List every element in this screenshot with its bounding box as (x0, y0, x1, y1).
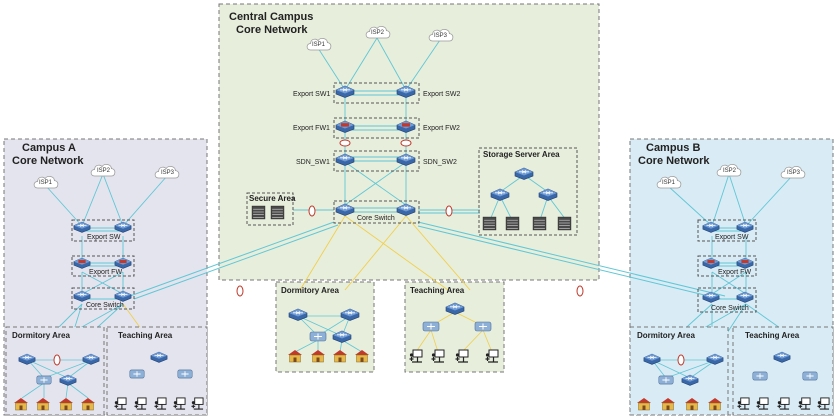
campus-a-firewall-oval-icon (53, 354, 61, 366)
central-teaching-title: Teaching Area (410, 286, 465, 295)
central-isp3-cloud-icon: ISP3 (428, 29, 454, 42)
campus-b-title-line2: Core Network (638, 155, 710, 167)
campus-b-dormitory-title: Dormitory Area (637, 331, 695, 340)
campus-a-export-sw-group (71, 219, 135, 242)
campus-b-core-switch-group (697, 287, 757, 313)
svg-text:ISP2: ISP2 (97, 168, 111, 174)
central-export-sw1-label: Export SW1 (293, 91, 330, 98)
central-export-sw-group (333, 82, 420, 104)
campus-a-dormitory-title: Dormitory Area (12, 331, 70, 340)
inter-campus-firewall-oval-icons (236, 285, 584, 297)
svg-text:ISP3: ISP3 (161, 170, 175, 176)
campus-a-title-line1: Campus A (22, 142, 76, 154)
campus-a-isp1-cloud-icon: ISP1 (33, 176, 59, 189)
secure-area-firewall-icon (251, 205, 266, 220)
central-export-fw-group (333, 117, 420, 139)
campus-b-dorm-router-icon (658, 375, 674, 385)
campus-b-teaching-router-icon (752, 371, 768, 381)
campus-a-isp2-cloud-icon: ISP2 (90, 164, 116, 177)
storage-server-icon (557, 216, 572, 231)
svg-text:ISP2: ISP2 (723, 168, 737, 174)
svg-text:ISP2: ISP2 (371, 30, 385, 36)
central-teaching-router-icon (422, 321, 440, 332)
campus-b-teaching-title: Teaching Area (745, 331, 800, 340)
secure-area-server-icon (270, 205, 285, 220)
central-sdn-sw2-label: SDN_SW2 (423, 159, 457, 166)
campus-a-export-fw-label: Export FW (89, 269, 122, 276)
central-yellow-links (299, 215, 471, 291)
central-core-switch-group (333, 200, 420, 224)
central-core-switch-label: Core Switch (357, 215, 395, 222)
campus-b-core-switch-label: Core Switch (711, 305, 749, 312)
campus-b-teaching-router-icon (802, 371, 818, 381)
svg-text:ISP3: ISP3 (787, 170, 801, 176)
storage-server-icon (505, 216, 520, 231)
storage-server-icon (482, 216, 497, 231)
storage-server-icon (532, 216, 547, 231)
secure-area-title: Secure Area (249, 194, 296, 203)
campus-a-dorm-router-icon (36, 375, 52, 385)
inter-campus-links (129, 221, 726, 300)
central-export-sw2-label: Export SW2 (423, 91, 460, 98)
campus-b-isp3-cloud-icon: ISP3 (780, 166, 806, 179)
svg-text:ISP1: ISP1 (312, 42, 326, 48)
storage-server-area-box (478, 147, 578, 236)
campus-b-isp2-cloud-icon: ISP2 (716, 164, 742, 177)
campus-a-export-sw-label: Export SW (87, 234, 121, 241)
campus-b-firewall-oval-icon (677, 354, 685, 366)
central-export-fw1-label: Export FW1 (293, 125, 330, 132)
campus-a-title-line2: Core Network (12, 155, 84, 167)
svg-text:ISP1: ISP1 (39, 180, 53, 186)
campus-a-teaching-title: Teaching Area (118, 331, 173, 340)
campus-a-teaching-router-icon (129, 369, 145, 379)
campus-b-export-fw-label: Export FW (718, 269, 751, 276)
campus-b-isp1-cloud-icon: ISP1 (656, 176, 682, 189)
central-sdn-sw1-label: SDN_SW1 (296, 159, 330, 166)
campus-a-export-fw-group (71, 255, 135, 277)
secure-area-box (246, 192, 294, 226)
central-isp1-cloud-icon: ISP1 (306, 38, 332, 51)
central-export-fw2-label: Export FW2 (423, 125, 460, 132)
central-sdn-sw-group (333, 150, 420, 172)
central-dormitory-title: Dormitory Area (281, 286, 339, 295)
campus-b-export-fw-group (697, 255, 757, 277)
campus-a-core-switch-group (71, 287, 135, 310)
central-title-line2: Core Network (236, 24, 308, 36)
campus-a-core-switch-label: Core Switch (86, 302, 124, 309)
campus-b-export-sw-group (697, 219, 757, 242)
campus-b-title-line1: Campus B (646, 142, 700, 154)
central-isp2-cloud-icon: ISP2 (365, 26, 391, 39)
svg-text:ISP1: ISP1 (662, 180, 676, 186)
central-teaching-router-icon (474, 321, 492, 332)
central-title-line1: Central Campus (229, 11, 313, 23)
campus-b-export-sw-label: Export SW (715, 234, 749, 241)
campus-a-isp3-cloud-icon: ISP3 (154, 166, 180, 179)
svg-text:ISP3: ISP3 (434, 33, 448, 39)
storage-server-area-title: Storage Server Area (483, 150, 560, 159)
campus-a-teaching-router-icon (177, 369, 193, 379)
central-dormitory-router-icon (309, 331, 327, 342)
central-firewall-oval-icons (308, 139, 453, 217)
